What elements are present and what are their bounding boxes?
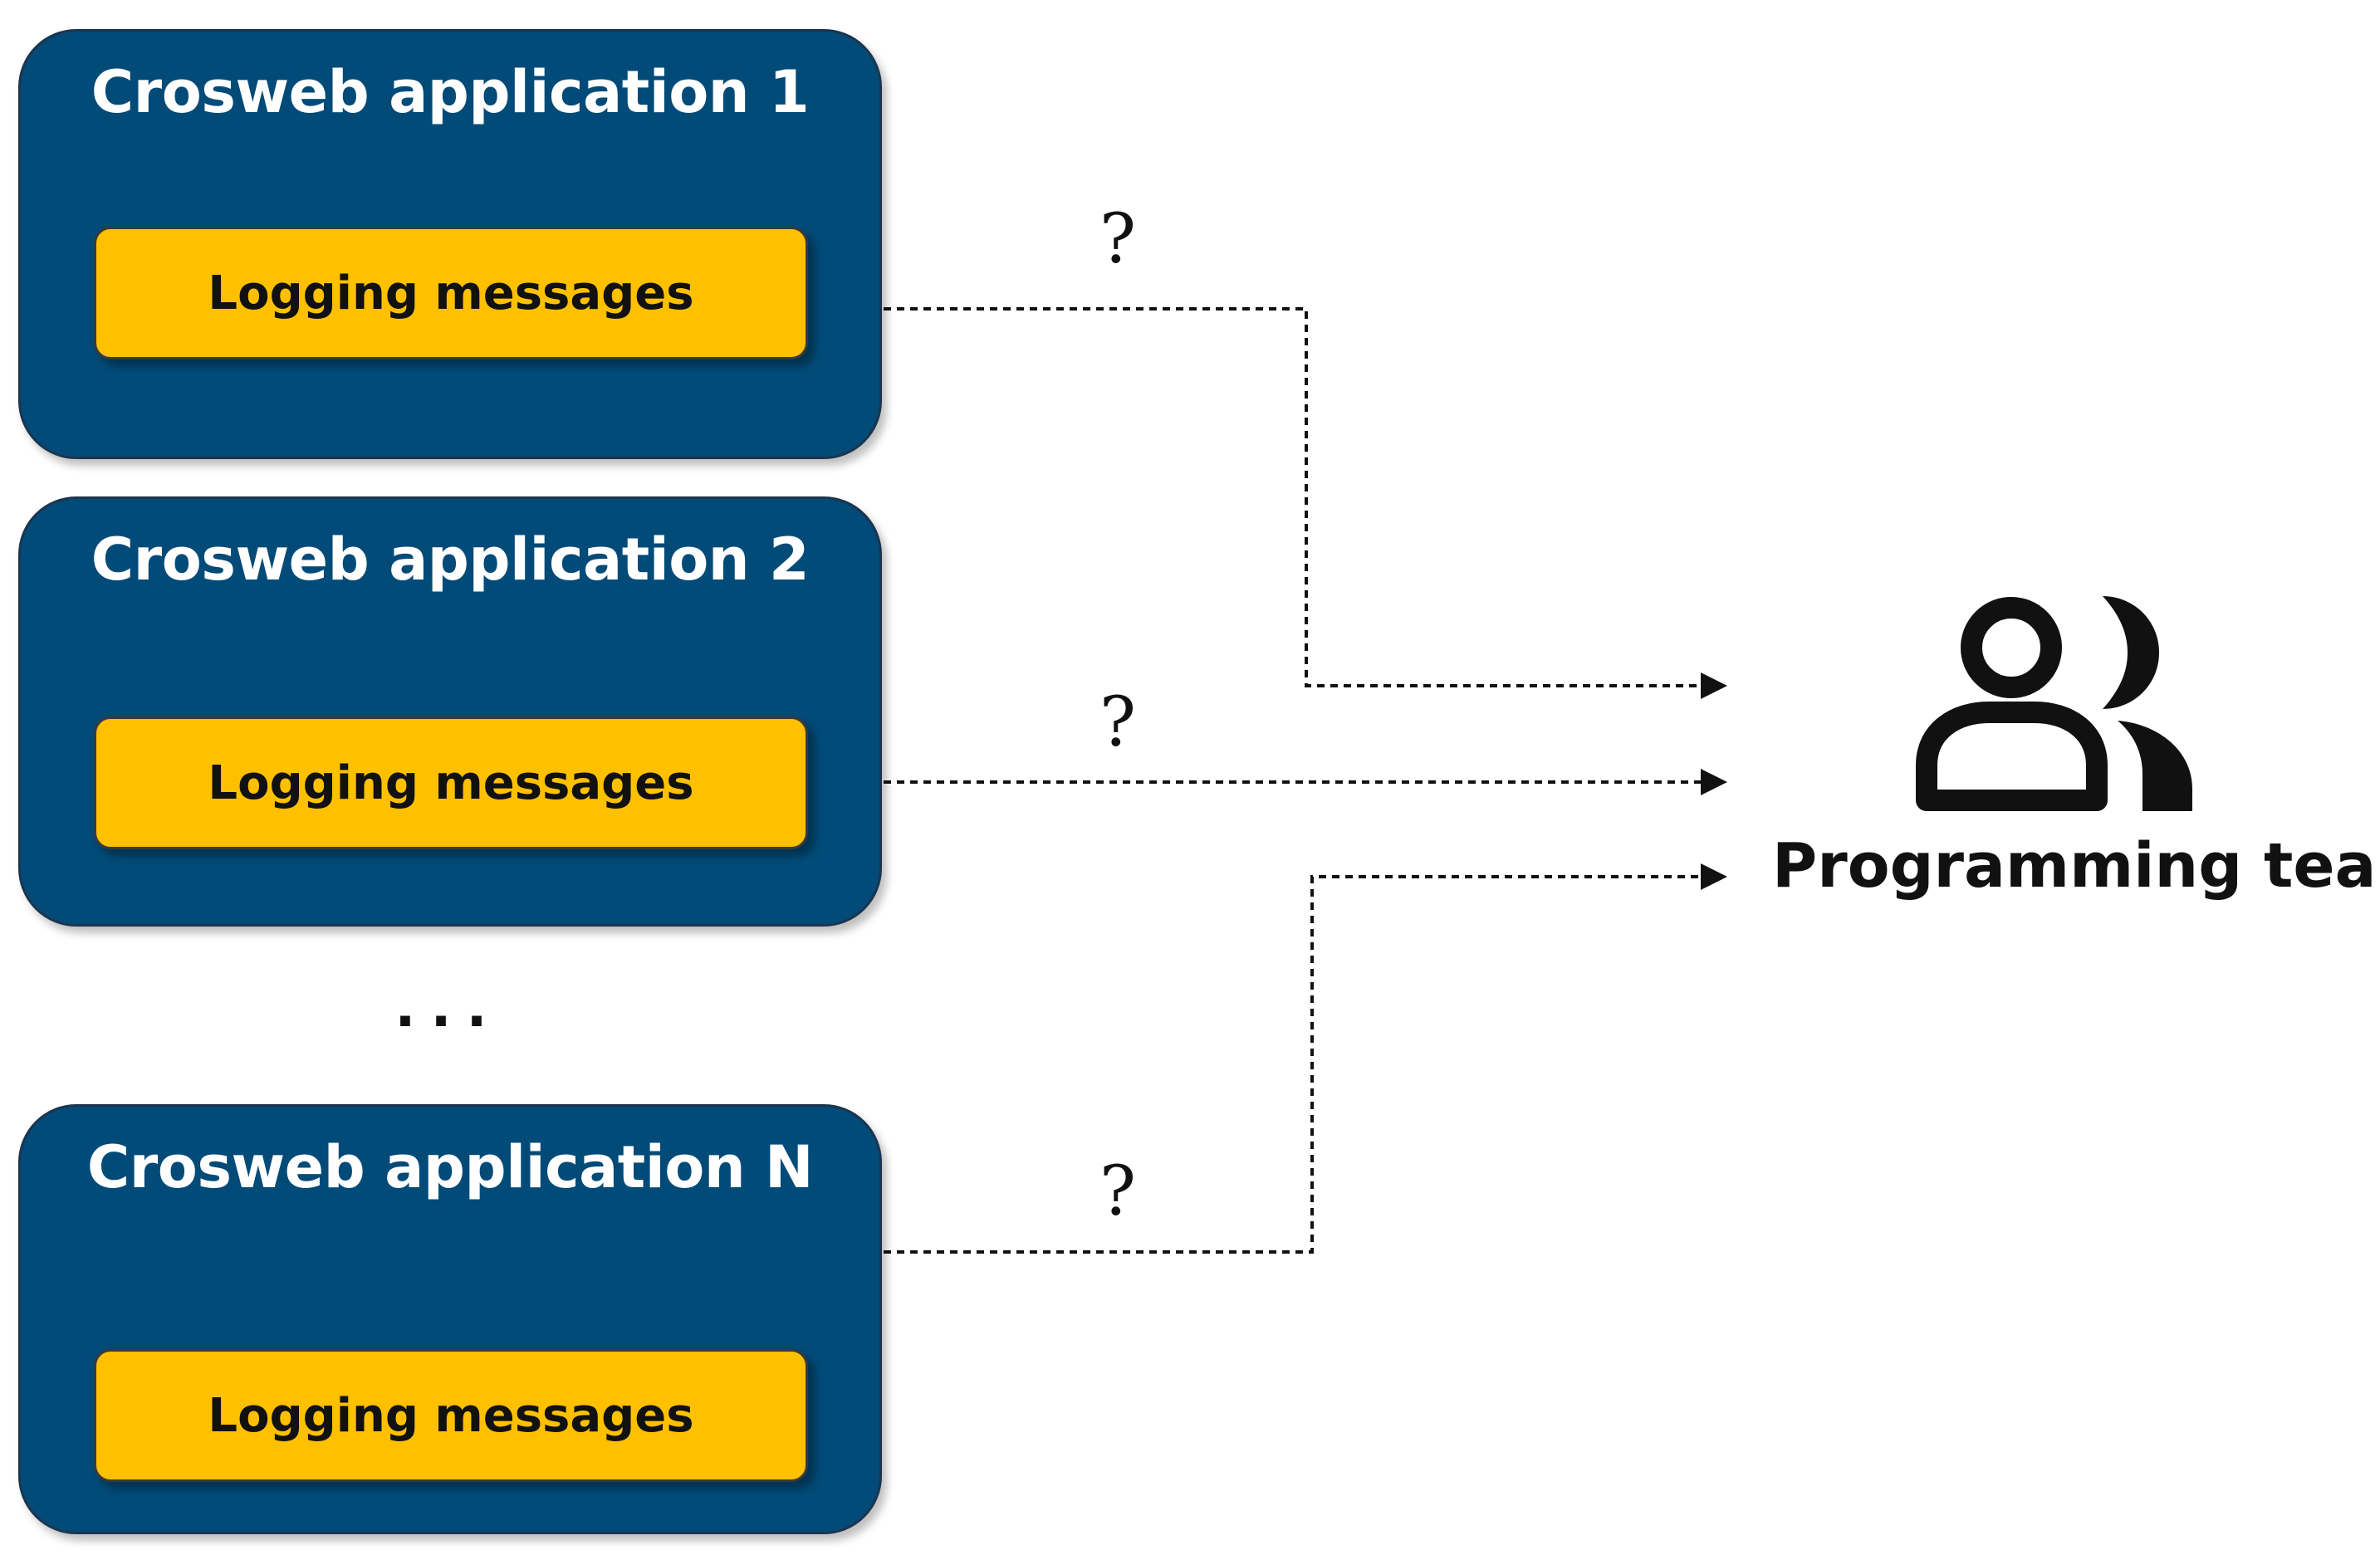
app-title-1: Crosweb application 1 [91, 58, 810, 126]
arrowhead-2 [1701, 769, 1727, 795]
app-box-1: Crosweb application 1 Logging messages [18, 29, 882, 459]
arrowhead-n [1701, 863, 1727, 890]
people-icon [1916, 596, 2192, 811]
connector-label-2: ? [1099, 683, 1136, 762]
arrowhead-1 [1701, 672, 1727, 699]
app-box-n: Crosweb application N Logging messages [18, 1104, 882, 1534]
connector-label-1: ? [1099, 200, 1136, 279]
app-title-n: Crosweb application N [86, 1133, 814, 1201]
log-label-1: Logging messages [208, 266, 694, 320]
team-label: Programming team [1772, 830, 2380, 902]
app-box-2: Crosweb application 2 Logging messages [18, 496, 882, 927]
log-box-n: Logging messages [94, 1349, 808, 1482]
log-box-1: Logging messages [94, 227, 808, 359]
log-label-n: Logging messages [208, 1388, 694, 1443]
log-label-2: Logging messages [208, 755, 694, 810]
ellipsis: ... [394, 976, 502, 1039]
connector-n [884, 875, 1711, 1254]
app-title-2: Crosweb application 2 [91, 526, 810, 594]
connector-label-n: ? [1099, 1152, 1136, 1231]
connector-1 [884, 307, 1711, 687]
log-box-2: Logging messages [94, 716, 808, 849]
